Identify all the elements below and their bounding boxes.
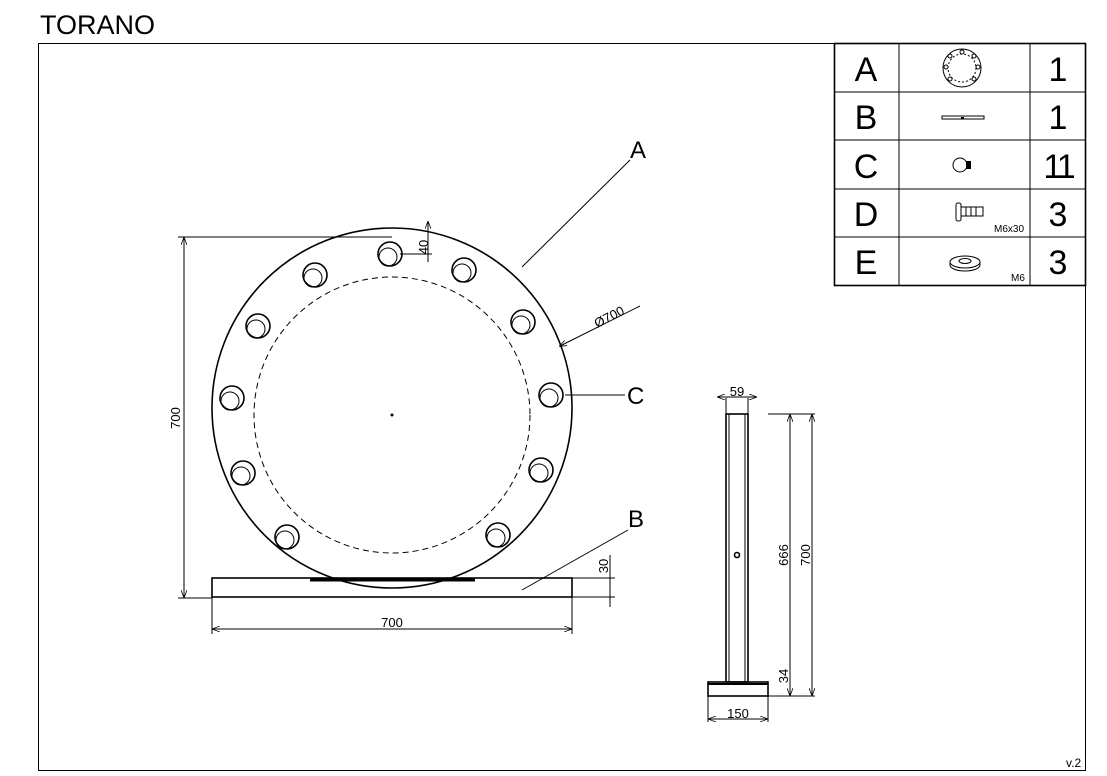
dim-depth: 59 <box>730 384 744 399</box>
svg-text:D: D <box>854 196 879 234</box>
svg-text:M6: M6 <box>1011 273 1025 284</box>
svg-text:1: 1 <box>1049 51 1068 89</box>
dim-width: 700 <box>381 615 403 630</box>
svg-text:A: A <box>855 51 878 89</box>
dim-bulb-offset: 40 <box>416 240 431 254</box>
screw-icon <box>955 202 984 222</box>
callout-c: C <box>627 383 644 410</box>
bulb <box>451 257 477 283</box>
dim-base-height: 30 <box>596 559 611 573</box>
base-bar <box>211 577 573 598</box>
parts-row-b: B 1 <box>855 99 1068 137</box>
bulb <box>528 457 554 483</box>
svg-text:3: 3 <box>1049 244 1068 282</box>
bulb <box>274 524 300 550</box>
svg-text:C: C <box>854 148 879 186</box>
front-view: A C B 700 700 Ø700 40 30 <box>168 137 646 634</box>
mirror-glass-outline <box>253 276 531 554</box>
callout-b: B <box>628 506 644 533</box>
dim-height: 700 <box>168 407 183 429</box>
bulb <box>538 382 564 408</box>
svg-text:1: 1 <box>1049 99 1068 137</box>
version-label: v.2 <box>1066 756 1081 770</box>
dim-base: 34 <box>776 669 791 683</box>
svg-text:B: B <box>855 99 878 137</box>
parts-row-e: E M6 3 <box>855 244 1068 284</box>
bulb <box>245 313 271 339</box>
drawing-title: TORANO <box>40 10 155 40</box>
mirror-icon <box>942 48 982 88</box>
bulbs <box>219 241 564 550</box>
parts-row-a: A 1 <box>855 48 1068 89</box>
bulb <box>219 385 245 411</box>
parts-row-d: D M6x30 3 <box>854 196 1068 235</box>
bulb <box>510 309 536 335</box>
svg-text:3: 3 <box>1049 196 1068 234</box>
bulb <box>377 241 403 267</box>
base-side <box>707 681 769 697</box>
bulb <box>230 460 256 486</box>
washer-icon <box>949 255 981 272</box>
svg-text:E: E <box>855 244 878 282</box>
base-bar-icon <box>941 115 985 120</box>
dim-diameter: Ø700 <box>592 303 627 331</box>
dim-total: 700 <box>798 544 813 566</box>
dim-upper: 666 <box>776 544 791 566</box>
svg-text:11: 11 <box>1043 148 1074 186</box>
dim-base-width: 150 <box>727 706 749 721</box>
parts-row-c: C 11 <box>854 148 1078 186</box>
drawing-frame <box>38 43 1086 771</box>
svg-text:M6x30: M6x30 <box>994 224 1024 235</box>
side-view: 59 666 700 34 150 <box>707 384 815 722</box>
bulb-icon <box>952 157 971 173</box>
parts-table: A 1 B 1 C 11 D M6x30 3 E <box>833 42 1087 287</box>
mirror-outline <box>211 227 573 589</box>
bulb <box>485 522 511 548</box>
center-mark <box>390 413 394 417</box>
callout-a: A <box>630 137 646 164</box>
bulb <box>302 262 328 288</box>
